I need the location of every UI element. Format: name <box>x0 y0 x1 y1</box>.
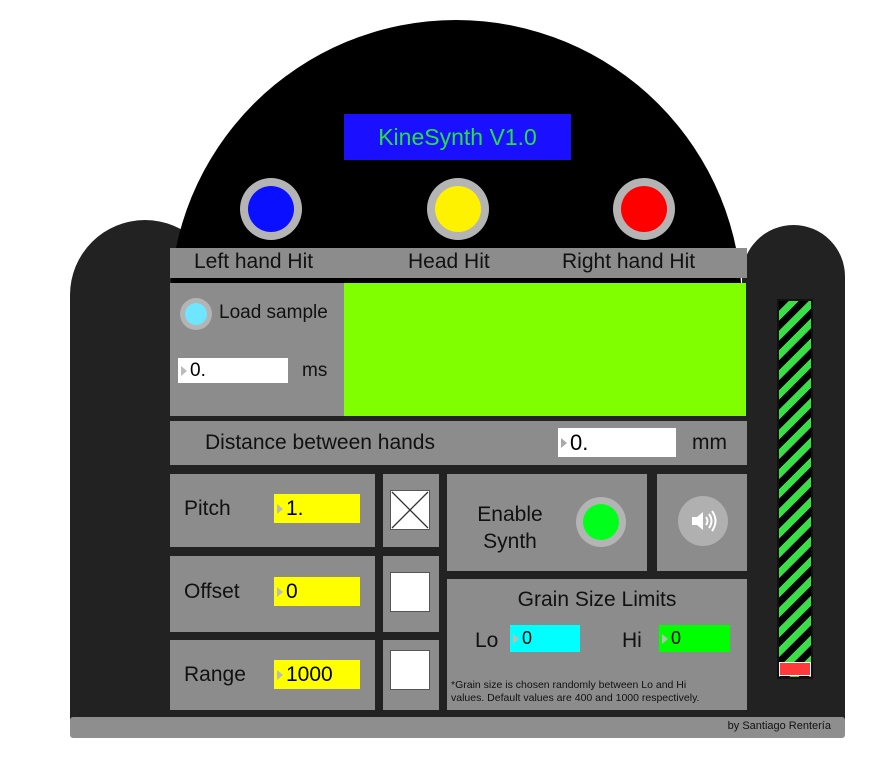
grain-hi-label: Hi <box>622 629 642 652</box>
grain-hi-input[interactable]: 0 <box>659 625 730 652</box>
hit-labels-strip <box>170 248 747 278</box>
head-hit-label: Head Hit <box>408 250 490 273</box>
range-label: Range <box>184 663 246 686</box>
grain-lo-label: Lo <box>475 629 499 652</box>
left-hand-led <box>240 178 302 240</box>
author-credit: by Santiago Rentería <box>727 720 831 732</box>
sample-ms-input[interactable]: 0. <box>178 358 288 383</box>
pitch-input[interactable]: 1. <box>274 494 360 523</box>
head-led <box>427 178 489 240</box>
x-mark-icon <box>391 491 429 529</box>
enable-synth-led <box>583 504 619 540</box>
head-led-core <box>435 186 481 232</box>
level-meter-clip-indicator <box>779 662 811 676</box>
pitch-label: Pitch <box>184 497 231 520</box>
range-toggle[interactable] <box>390 650 430 690</box>
distance-label: Distance between hands <box>205 431 435 454</box>
footer-bar: by Santiago Rentería <box>70 717 845 738</box>
grain-lo-input[interactable]: 0 <box>510 625 580 652</box>
pitch-toggle[interactable] <box>390 490 430 530</box>
load-sample-button[interactable] <box>180 298 212 330</box>
app-title: KineSynth V1.0 <box>344 114 571 160</box>
distance-input[interactable]: 0. <box>558 428 676 457</box>
enable-synth-line1: Enable <box>477 503 543 526</box>
offset-toggle[interactable] <box>390 572 430 612</box>
right-hand-led-core <box>621 186 667 232</box>
left-hand-led-core <box>248 186 294 232</box>
waveform-display[interactable] <box>344 283 746 416</box>
offset-label: Offset <box>184 580 240 603</box>
right-hand-hit-label: Right hand Hit <box>562 250 696 273</box>
enable-synth-button[interactable] <box>576 497 626 547</box>
speaker-button[interactable] <box>678 496 728 546</box>
range-input[interactable]: 1000 <box>274 660 360 689</box>
ms-unit-label: ms <box>302 360 328 381</box>
mm-unit-label: mm <box>692 431 727 454</box>
offset-input[interactable]: 0 <box>274 577 360 606</box>
level-meter <box>777 299 813 679</box>
speaker-icon <box>692 510 717 532</box>
grain-title: Grain Size Limits <box>517 588 677 611</box>
enable-synth-line2: Synth <box>483 530 537 553</box>
grain-note-line1: *Grain size is chosen randomly between L… <box>451 679 687 691</box>
grain-note-line2: values. Default values are 400 and 1000 … <box>451 692 700 704</box>
right-hand-led <box>613 178 675 240</box>
load-sample-led <box>185 303 207 325</box>
enable-synth-label: Enable Synth <box>472 501 548 555</box>
grain-note: *Grain size is chosen randomly between L… <box>451 679 747 705</box>
load-sample-label: Load sample <box>219 302 328 323</box>
left-hand-hit-label: Left hand Hit <box>194 250 314 273</box>
